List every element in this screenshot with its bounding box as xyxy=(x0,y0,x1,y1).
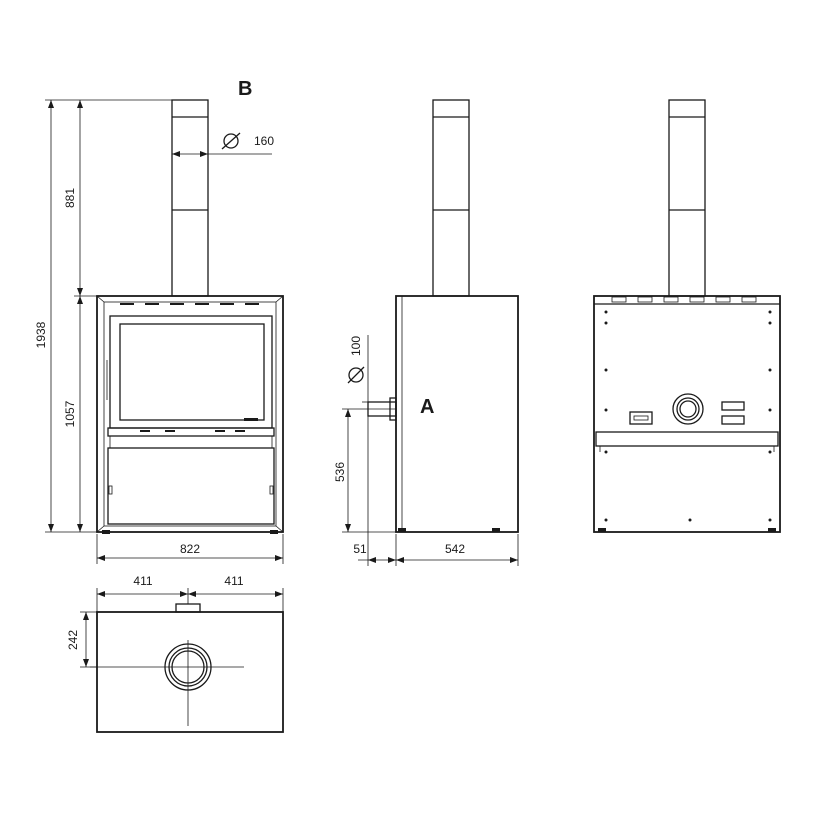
view-label-a: A xyxy=(420,396,434,418)
back-screw-holes xyxy=(604,310,772,522)
front-top-vents xyxy=(120,303,259,305)
back-stove-body xyxy=(593,295,781,533)
back-air-inlet xyxy=(672,393,704,425)
dim-outlet-height: 536 xyxy=(333,408,396,533)
top-rear-outlet xyxy=(175,603,201,613)
view-label-b: B xyxy=(238,78,252,100)
top-stove-outline xyxy=(96,611,284,733)
flue-offset-value: 242 xyxy=(66,630,80,650)
dim-outlet-diameter: 100 xyxy=(347,335,369,416)
outlet-offset-value: 51 xyxy=(353,542,367,556)
back-top-vents xyxy=(611,296,757,303)
side-air-outlet xyxy=(367,397,397,421)
dim-depth: 51 542 xyxy=(353,416,519,566)
dim-flue-offset: 242 xyxy=(66,611,97,668)
flue-diameter-value: 160 xyxy=(254,134,274,148)
width-value: 822 xyxy=(180,542,200,556)
dim-total-height: 1938 xyxy=(34,99,172,533)
side-view xyxy=(367,99,519,533)
front-stove-body xyxy=(96,295,284,534)
half-width-right-value: 411 xyxy=(224,574,243,588)
dim-flue-diameter: 160 xyxy=(172,132,274,157)
outlet-diameter-value: 100 xyxy=(349,336,363,356)
front-door-frame xyxy=(109,315,273,429)
dim-body-height: 1057 xyxy=(63,296,83,532)
dim-flue-height: 881 xyxy=(63,100,97,532)
dim-half-widths: 411 411 xyxy=(96,574,284,612)
body-height-value: 1057 xyxy=(63,400,77,427)
outlet-height-value: 536 xyxy=(333,462,347,482)
dim-width: 822 xyxy=(96,534,284,564)
back-left-plate xyxy=(629,411,653,425)
front-door-glass xyxy=(119,323,265,421)
depth-value: 542 xyxy=(445,542,465,556)
back-flue-pipe xyxy=(668,99,706,297)
flue-height-value: 881 xyxy=(63,188,77,208)
total-height-value: 1938 xyxy=(34,321,48,348)
side-stove-body xyxy=(395,295,519,533)
front-lip-vents xyxy=(140,430,245,432)
back-rear-lip xyxy=(595,431,779,447)
back-right-plate-bottom xyxy=(721,415,745,425)
half-width-left-value: 411 xyxy=(133,574,152,588)
back-right-plate-top xyxy=(721,401,745,411)
front-flue-pipe xyxy=(171,99,209,297)
side-flue-pipe xyxy=(432,99,470,297)
front-view xyxy=(96,99,284,534)
top-view xyxy=(90,603,284,733)
front-storage-compartment xyxy=(107,447,275,525)
back-view xyxy=(593,99,781,533)
